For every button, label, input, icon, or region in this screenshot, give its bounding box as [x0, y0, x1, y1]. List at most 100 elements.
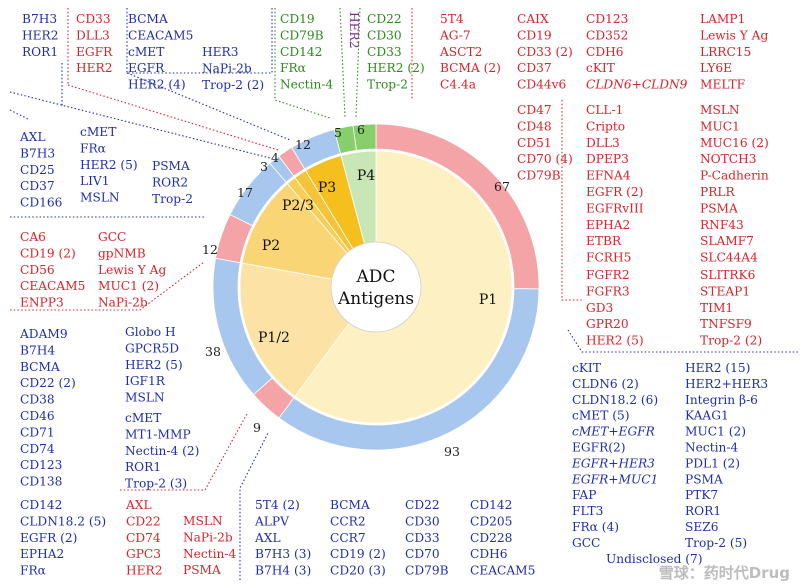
antigen-label: CLDN6+CLDN9 — [586, 78, 688, 92]
antigen-label: CD19 — [280, 12, 315, 26]
center-subtitle: Antigens — [337, 289, 414, 309]
antigen-label: ADAM9 — [19, 327, 68, 341]
antigen-label: TIM1 — [700, 301, 733, 315]
antigen-label: CEACAM5 — [470, 564, 535, 578]
antigen-label: FAP — [572, 488, 596, 502]
antigen-label: ROR1 — [685, 504, 721, 518]
antigen-label: Trop-2 — [152, 192, 193, 206]
antigen-label: B7H3 — [22, 12, 57, 26]
antigen-label: CA6 — [20, 230, 46, 244]
antigen-label: PTK7 — [685, 488, 718, 502]
antigen-label: NaPi-2b — [202, 61, 252, 75]
antigen-label: CD33 (2) — [517, 45, 573, 59]
phase-label-p4: P4 — [357, 168, 375, 184]
antigen-label: Cripto — [586, 119, 625, 133]
antigen-label: FLT3 — [572, 504, 603, 518]
connector-line — [9, 91, 271, 159]
antigen-label: CD352 — [586, 28, 628, 42]
antigen-label: MUC16 (2) — [700, 136, 769, 150]
antigen-label: NaPi-2b — [183, 530, 233, 544]
antigen-label: CD74 — [126, 531, 161, 545]
antigen-label: MSLN — [125, 391, 165, 405]
antigen-label: Globo H — [125, 325, 176, 339]
connector-line — [9, 109, 31, 121]
antigen-label: PSMA — [152, 159, 190, 173]
antigen-label: cMET+EGFR — [572, 425, 655, 439]
antigen-label-undisclosed: Undisclosed (7) — [606, 552, 703, 566]
antigen-label: CD48 — [517, 119, 552, 133]
antigen-label: GPCR5D — [125, 341, 179, 355]
antigen-label: DPEP3 — [586, 152, 629, 166]
antigen-label: BCMA — [128, 12, 168, 26]
antigen-label: CD19 — [517, 28, 552, 42]
connector-lines — [9, 7, 800, 580]
antigen-label: CD205 — [470, 514, 512, 528]
antigen-label: CD70 — [405, 547, 440, 561]
ring-count-red-9: 9 — [253, 420, 261, 435]
antigen-label: HER2 — [76, 61, 112, 75]
connector-line — [67, 84, 279, 151]
antigen-label: FRα — [20, 564, 46, 578]
antigen-label: HER3 — [202, 45, 238, 59]
antigen-label: CLDN18.2 (6) — [572, 393, 658, 407]
ring-count-blue-3: 3 — [260, 159, 268, 174]
antigen-label: C4.4a — [440, 78, 476, 92]
ring-count-blue-17: 17 — [237, 185, 253, 200]
antigen-label: AXL — [125, 498, 152, 512]
antigen-label: B7H4 (3) — [255, 564, 311, 578]
antigen-label: CDH6 — [470, 547, 507, 561]
antigen-label: GD3 — [586, 301, 613, 315]
antigen-label: EGFR — [76, 45, 113, 59]
antigen-label: CD71 — [20, 425, 55, 439]
antigen-label: MUC1 (2) — [98, 279, 159, 293]
antigen-label: MSLN — [80, 191, 120, 205]
antigen-label: BCMA — [330, 498, 370, 512]
antigen-label: cMET — [125, 411, 162, 425]
antigen-label: LRRC15 — [700, 45, 751, 59]
antigen-label: CD30 — [405, 514, 440, 528]
antigen-label: ASCT2 — [439, 45, 482, 59]
antigen-label: HER2 (5) — [586, 334, 644, 348]
antigen-label: FCRH5 — [586, 251, 631, 265]
watermark-text: 雪球：药时代Drug — [659, 564, 790, 582]
antigen-label: GPC3 — [126, 547, 161, 561]
antigen-label: HER2 (4) — [128, 78, 186, 92]
ring-count-green-5: 5 — [334, 125, 342, 140]
antigen-label: ALPV — [254, 514, 289, 528]
antigen-label: ENPP3 — [20, 296, 64, 310]
antigen-label: BCMA — [20, 360, 60, 374]
antigen-label: EPHA2 — [20, 547, 64, 561]
antigen-label: MSLN — [700, 103, 740, 117]
antigen-label: CLDN6 (2) — [572, 377, 639, 391]
antigen-label: cKIT — [572, 361, 602, 375]
antigen-label: CCR7 — [330, 531, 366, 545]
antigen-label: EFNA4 — [586, 169, 631, 183]
antigen-label: PSMA — [183, 563, 221, 577]
antigen-label: B7H3 (3) — [255, 547, 311, 561]
antigen-label: EGFRvIII — [586, 201, 644, 215]
antigen-label: Nectin-4 — [685, 441, 738, 455]
antigen-label: CD123 — [20, 458, 62, 472]
antigen-label: STEAP1 — [700, 284, 750, 298]
antigen-label: NaPi-2b — [98, 296, 148, 310]
antigen-label: CLL-1 — [586, 103, 623, 117]
antigen-label: cMET — [80, 125, 117, 139]
antigen-label: Lewis Y Ag — [700, 28, 768, 42]
antigen-label: PRLR — [700, 185, 735, 199]
antigen-label: CD22 (2) — [20, 376, 76, 390]
